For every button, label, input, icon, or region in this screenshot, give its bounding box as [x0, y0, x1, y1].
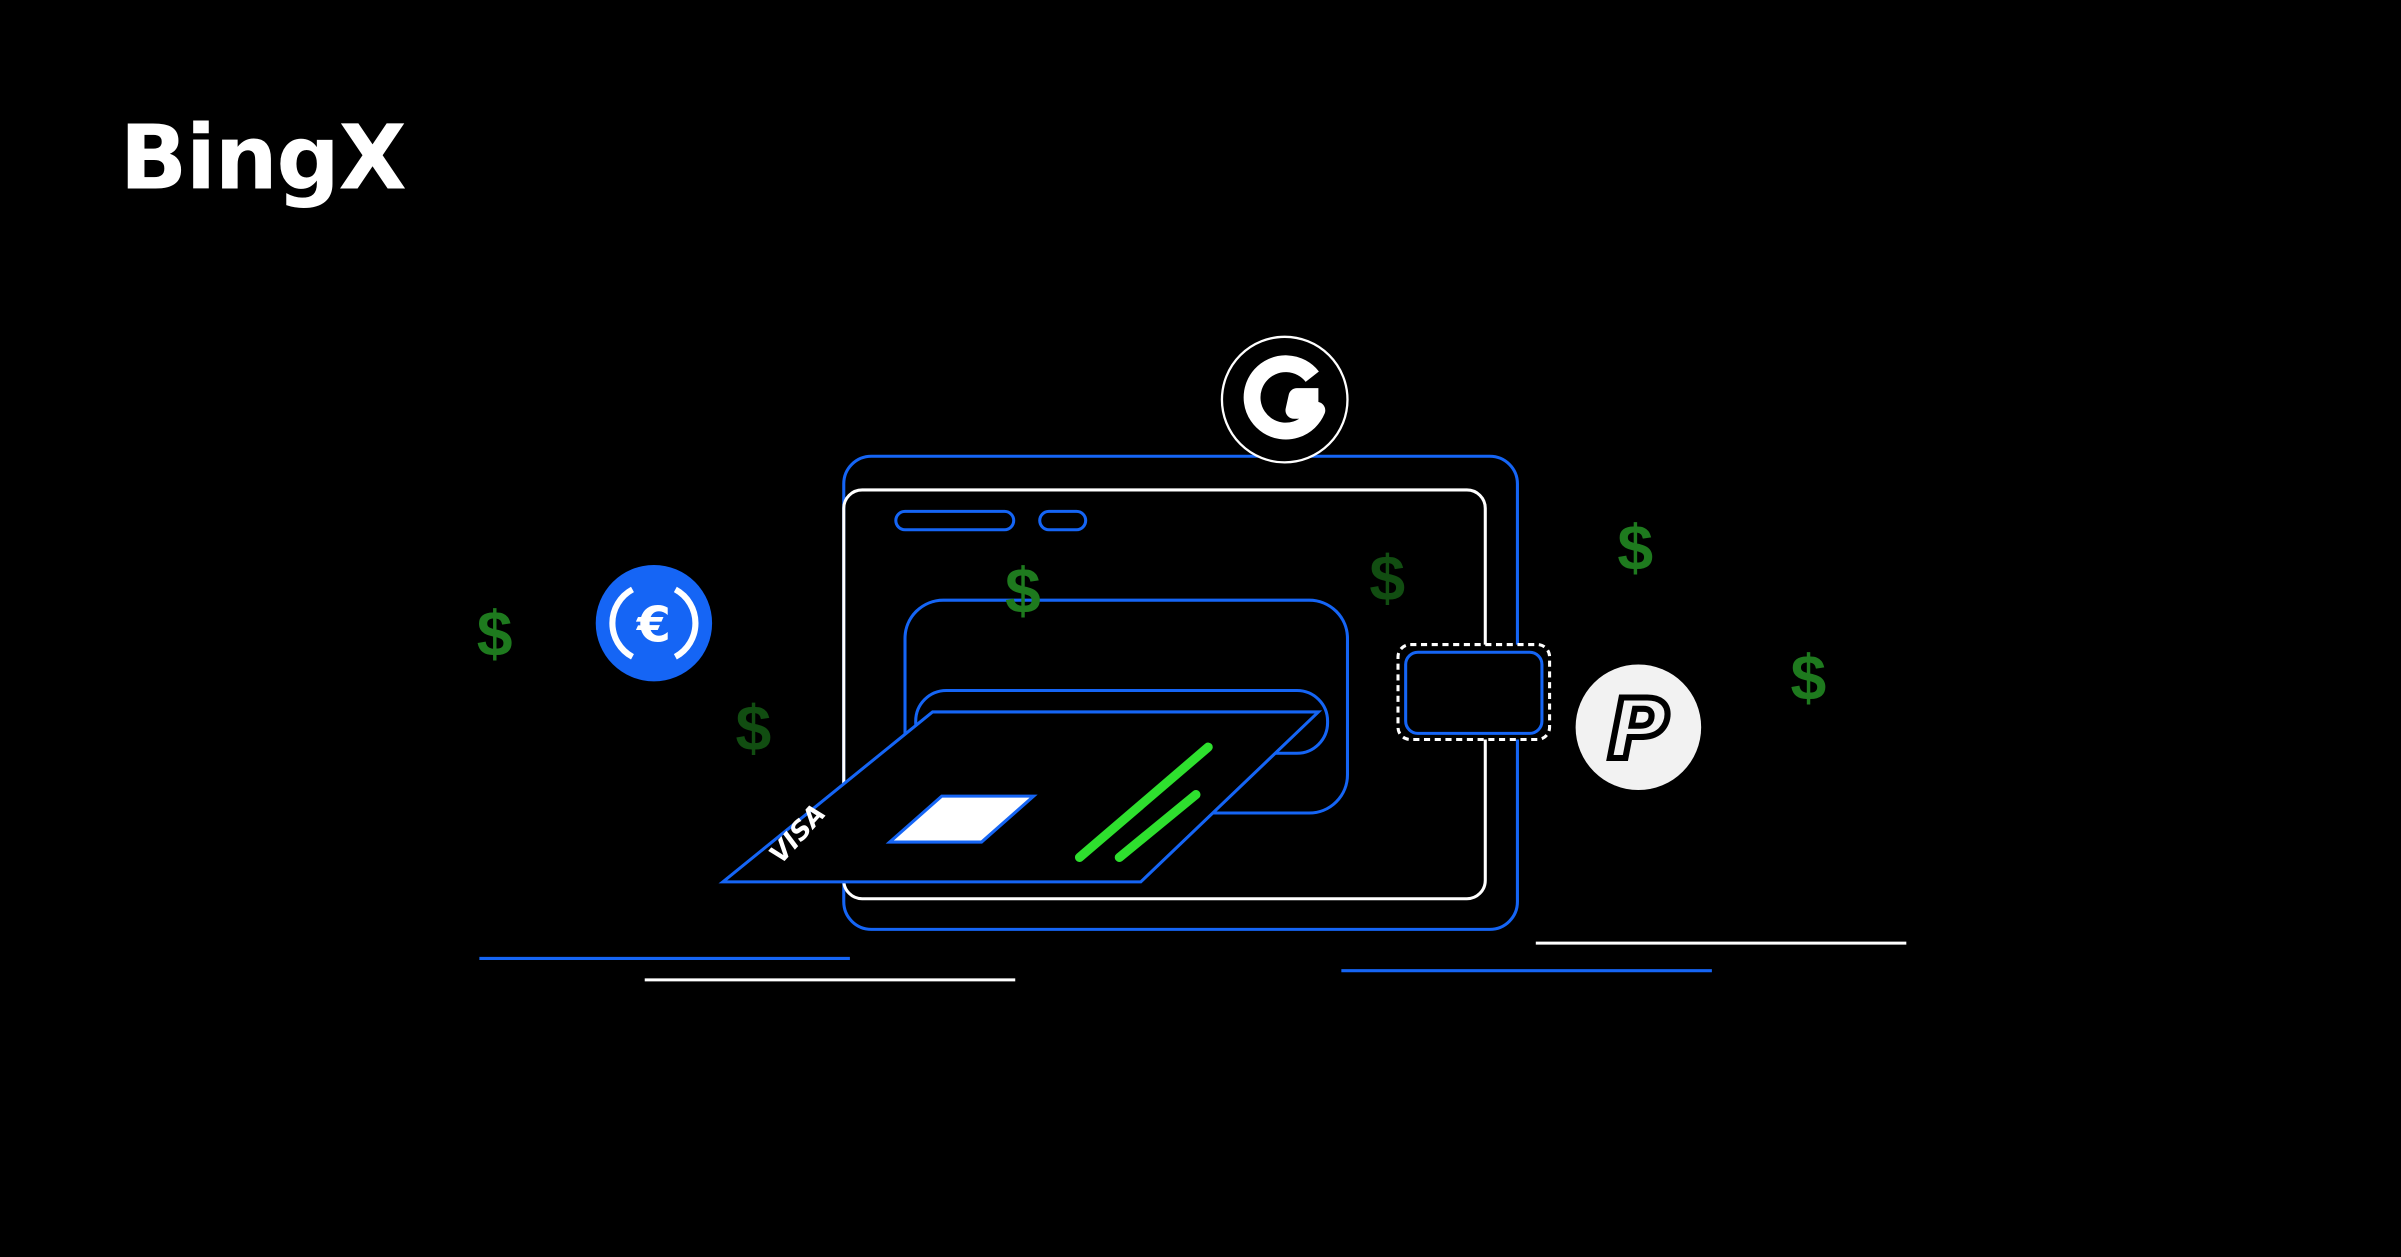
paypal-usd-coin-icon: P	[1575, 664, 1702, 791]
screen-pill-long	[894, 509, 1016, 532]
dollar-icon: $	[1369, 542, 1405, 614]
dollar-icon: $	[477, 597, 513, 669]
g-coin-icon	[1220, 335, 1349, 464]
dollar-icon: $	[1617, 512, 1653, 584]
card-stripe	[1114, 790, 1201, 862]
dollar-icon: $	[736, 692, 772, 764]
screen-pill-short	[1038, 509, 1088, 532]
dollar-icon: $	[1005, 554, 1041, 626]
side-button	[1404, 650, 1544, 735]
card-chip	[885, 794, 1038, 844]
eurc-coin-icon: €	[595, 564, 713, 682]
bingx-logo: BingX	[120, 106, 406, 209]
visa-card: VISA	[718, 710, 1323, 884]
dollar-icon: $	[1790, 642, 1826, 714]
euro-symbol: €	[636, 597, 671, 654]
paypal-p-symbol: P	[1608, 682, 1669, 778]
card-stripe	[1074, 742, 1213, 862]
